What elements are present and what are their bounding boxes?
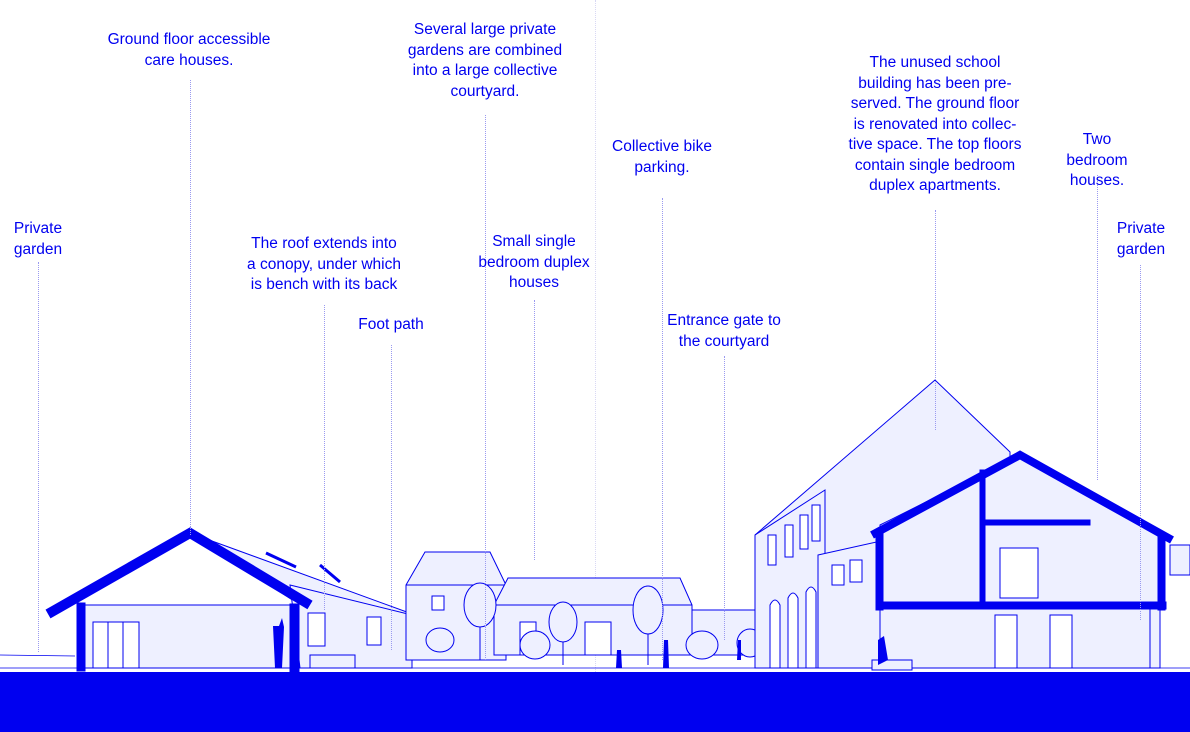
annotation-duplex-houses: Small single bedroom duplex houses: [478, 233, 590, 291]
leader-line-school-building: [935, 210, 936, 430]
leader-line-collective-courtyard: [485, 115, 486, 660]
annotation-bike-parking: Collective bike parking.: [612, 138, 712, 176]
annotation-private-garden-left: Private garden: [13, 220, 63, 258]
leader-line-two-bedroom-houses: [1097, 175, 1098, 480]
annotation-foot-path: Foot path: [358, 316, 424, 333]
ground-section: [0, 672, 1190, 732]
annotation-entrance-gate: Entrance gate to the courtyard: [667, 312, 781, 350]
leader-line-foot-path: [391, 345, 392, 650]
leader-line-private-garden-left: [38, 262, 39, 652]
leader-line-private-garden-right: [1140, 265, 1141, 620]
care-house-section: [45, 527, 416, 673]
seated-person-figure: [878, 636, 888, 665]
trees: [425, 582, 764, 668]
leader-line-care-houses: [190, 80, 191, 535]
annotation-private-garden-right: Private garden: [1116, 220, 1166, 258]
leader-line-roof-canopy: [324, 305, 325, 610]
annotation-two-bedroom-houses: Two bedroom houses.: [1066, 131, 1128, 189]
annotation-collective-courtyard: Several large private gardens are combin…: [407, 21, 563, 100]
leader-line-entrance-gate: [724, 356, 725, 640]
annotation-roof-canopy: The roof extends into a conopy, under wh…: [247, 235, 401, 293]
two-bedroom-houses-sketch: [870, 450, 1190, 671]
page-fold-line: [595, 0, 596, 732]
person-figure: [273, 618, 284, 668]
annotation-school-building: The unused school building has been pre-…: [848, 54, 1022, 194]
leader-line-duplex-houses: [534, 300, 535, 560]
annotation-care-houses: Ground floor accessible care houses.: [107, 31, 271, 69]
leader-line-bike-parking: [662, 198, 663, 660]
